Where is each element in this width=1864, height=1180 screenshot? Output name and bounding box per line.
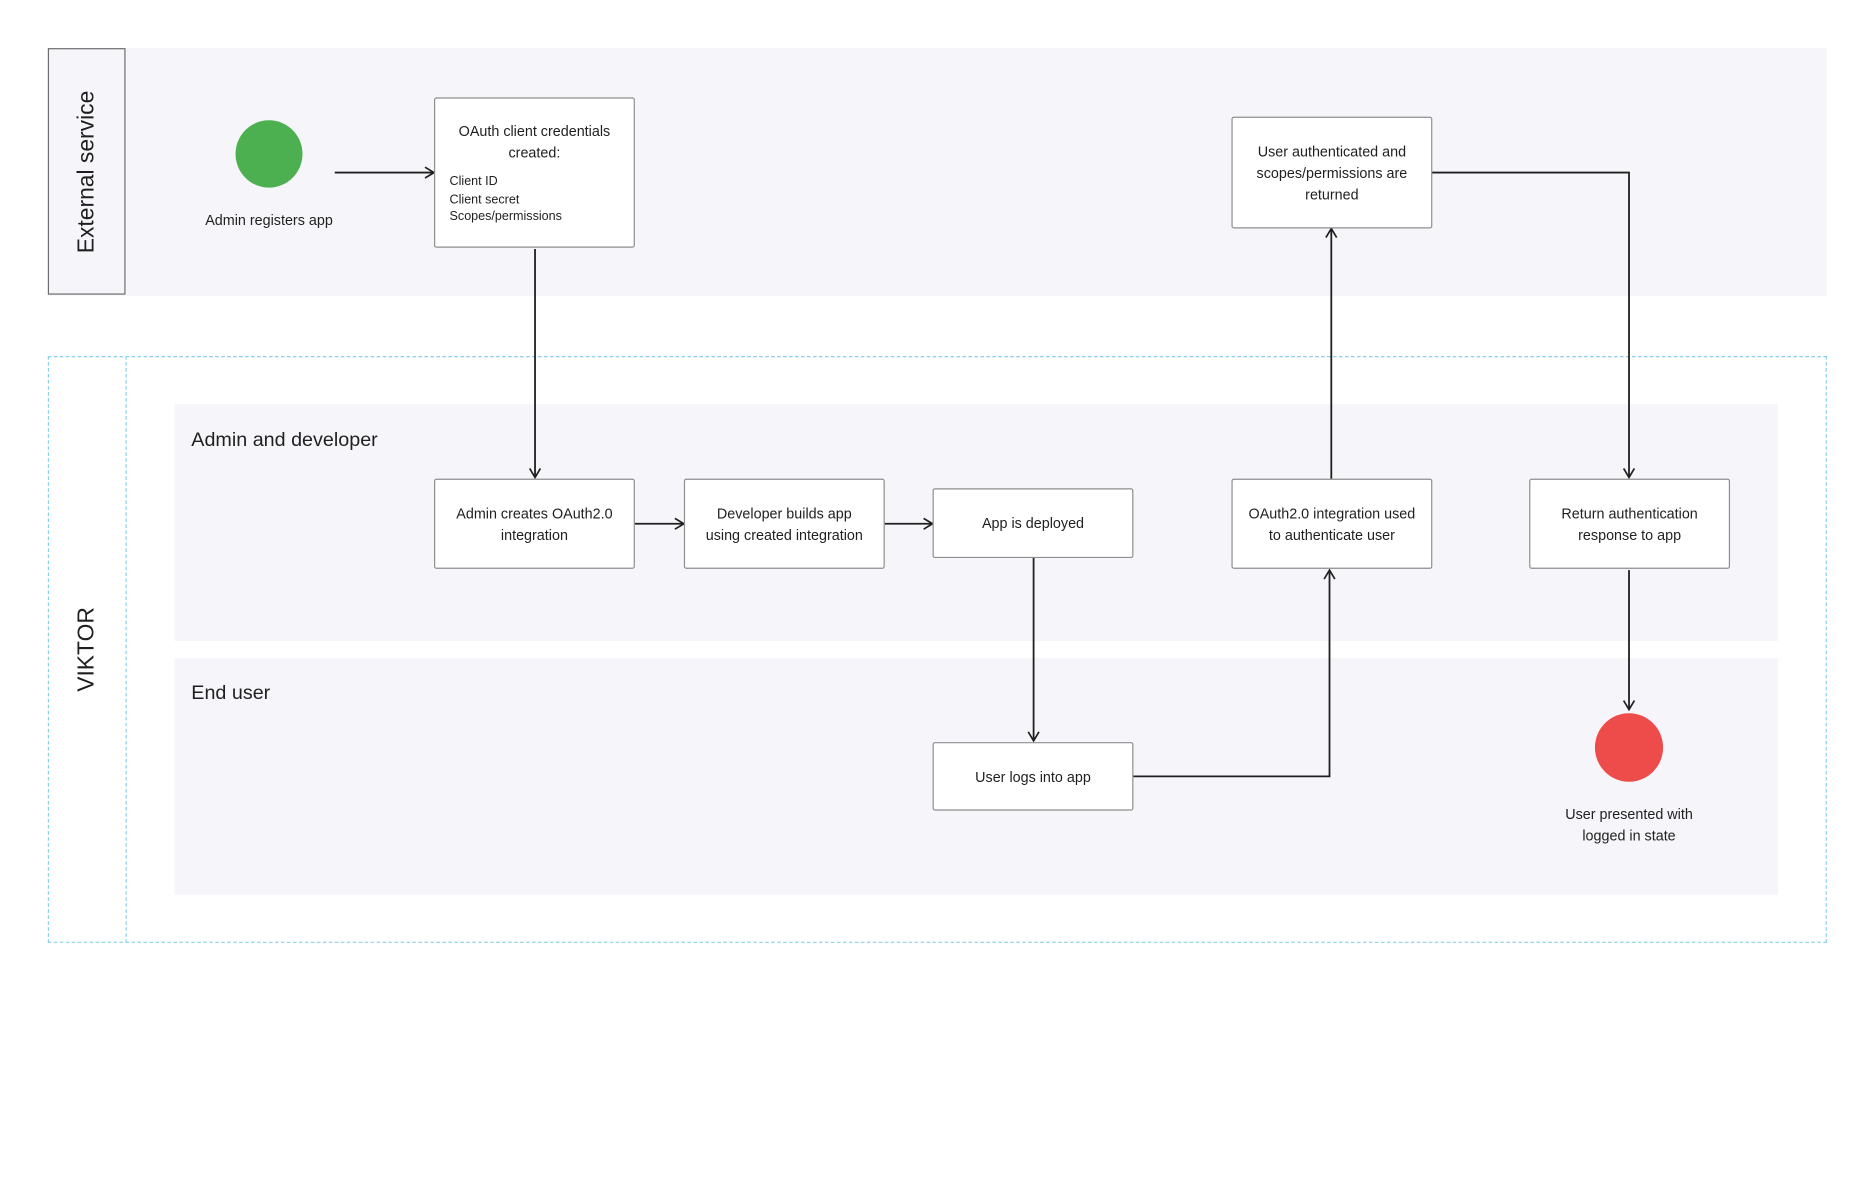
start-event <box>235 120 303 188</box>
developer-builds-title: Developer builds app using created integ… <box>705 504 863 544</box>
oauth-integration-used-node: OAuth2.0 integration used to authenticat… <box>1231 478 1433 569</box>
end-event-label-line2: logged in state <box>1582 827 1676 845</box>
viktor-pool-divider <box>125 355 127 943</box>
oauth-credentials-items: Client ID Client secret Scopes/permissio… <box>447 173 562 225</box>
app-deployed-node: App is deployed <box>932 488 1134 559</box>
oauth-credentials-title: OAuth client credentials created: <box>458 122 611 162</box>
developer-builds-node: Developer builds app using created integ… <box>683 478 885 569</box>
oauth-credentials-node: OAuth client credentials created: Client… <box>434 97 635 248</box>
user-logs-in-node: User logs into app <box>932 742 1134 811</box>
end-event-label-line1: User presented with <box>1565 805 1693 823</box>
admin-creates-title: Admin creates OAuth2.0 integration <box>456 504 613 544</box>
edge-user-logs-in-to-oauth-used <box>1133 568 1336 778</box>
user-authenticated-node: User authenticated and scopes/permission… <box>1231 116 1433 229</box>
oauth-integration-used-title: OAuth2.0 integration used to authenticat… <box>1248 504 1416 544</box>
return-response-node: Return authentication response to app <box>1529 478 1731 569</box>
edges-layer <box>334 166 1636 778</box>
client-id-item: Client ID <box>449 174 498 189</box>
external-service-pool-header <box>47 48 126 295</box>
scopes-permissions-item: Scopes/permissions <box>449 209 562 224</box>
user-logs-in-title: User logs into app <box>975 767 1091 785</box>
return-response-title: Return authentication response to app <box>1561 504 1698 544</box>
app-deployed-title: App is deployed <box>981 514 1085 532</box>
end-user-lane-title: End user <box>191 681 271 704</box>
admin-developer-lane-title: Admin and developer <box>191 429 378 452</box>
end-event <box>1594 713 1664 782</box>
client-secret-item: Client secret <box>449 191 520 207</box>
start-event-label: Admin registers app <box>205 211 333 229</box>
end-event-label: User presented with logged in state <box>1565 803 1693 846</box>
admin-creates-node: Admin creates OAuth2.0 integration <box>434 478 635 569</box>
edge-user-authenticated-to-return <box>1431 171 1636 480</box>
viktor-pool <box>47 355 1827 943</box>
user-authenticated-title: User authenticated and scopes/permission… <box>1256 142 1408 203</box>
